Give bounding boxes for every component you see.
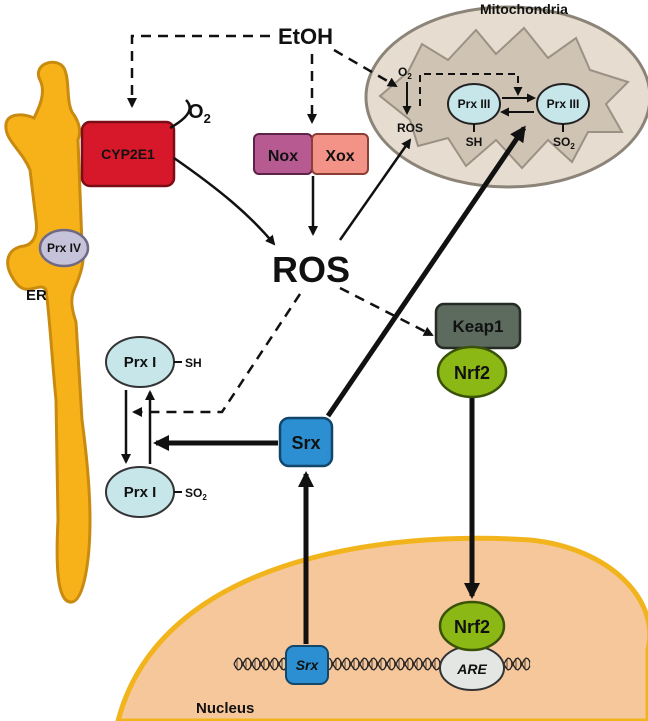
so2-prx1-label: SO2 (185, 486, 207, 502)
ros-to-mito-ros-arrow (338, 138, 412, 241)
sh-mito-label: SH (466, 135, 483, 149)
o2-label: O2 (188, 101, 211, 126)
srx-box (278, 416, 334, 468)
etoh-to-cyp2e1-arrow (127, 34, 270, 108)
ros-label: ROS (272, 249, 350, 290)
keap1-label: Keap1 (452, 317, 503, 336)
mito-o2-label: O2 (398, 65, 412, 81)
o2-attach-line (169, 99, 191, 130)
srx-to-prx3-arrow (325, 125, 527, 418)
cyp2e1-label: CYP2E1 (101, 146, 155, 162)
nucleus-shape (115, 535, 648, 721)
prx1-top-label: Prx I (124, 354, 157, 371)
mito-ros-label: ROS (397, 121, 423, 135)
xox-box (311, 133, 369, 175)
prx4-node (38, 228, 90, 268)
nrf2-top-node (436, 345, 508, 399)
nrf2-bottom-label: Nrf2 (454, 617, 490, 637)
etoh-label: EtOH (278, 24, 333, 49)
cyp2e1-box (80, 120, 176, 188)
ros-to-keap1-arrow (339, 286, 434, 337)
sh-prx1-label: SH (185, 356, 202, 370)
so2-mito-label: SO2 (553, 135, 575, 151)
srx-label: Srx (291, 433, 320, 453)
er-shape (4, 60, 92, 604)
are-label: ARE (456, 661, 487, 677)
nrf2-bottom-node (438, 600, 506, 652)
prx1-bottom-label: Prx I (124, 484, 157, 501)
etoh-to-mito-arrow (333, 48, 398, 88)
prx3-left-label: Prx III (458, 97, 491, 111)
nrf2-top-label: Nrf2 (454, 363, 490, 383)
prx3-right-label: Prx III (547, 97, 580, 111)
prx3-oxidation-arrow (419, 73, 523, 106)
nox-label: Nox (268, 148, 298, 165)
srx-gene-box (285, 645, 329, 685)
xox-label: Xox (325, 148, 354, 165)
mitochondria-label: Mitochondria (480, 1, 568, 17)
prx4-label: Prx IV (47, 241, 81, 255)
nucleus-label: Nucleus (196, 700, 254, 717)
ros-to-prx1-arrow (132, 293, 302, 417)
cyp2e1-to-ros-arrow (173, 156, 276, 246)
er-label: ER (26, 287, 47, 304)
srx-gene-label: Srx (296, 657, 320, 673)
